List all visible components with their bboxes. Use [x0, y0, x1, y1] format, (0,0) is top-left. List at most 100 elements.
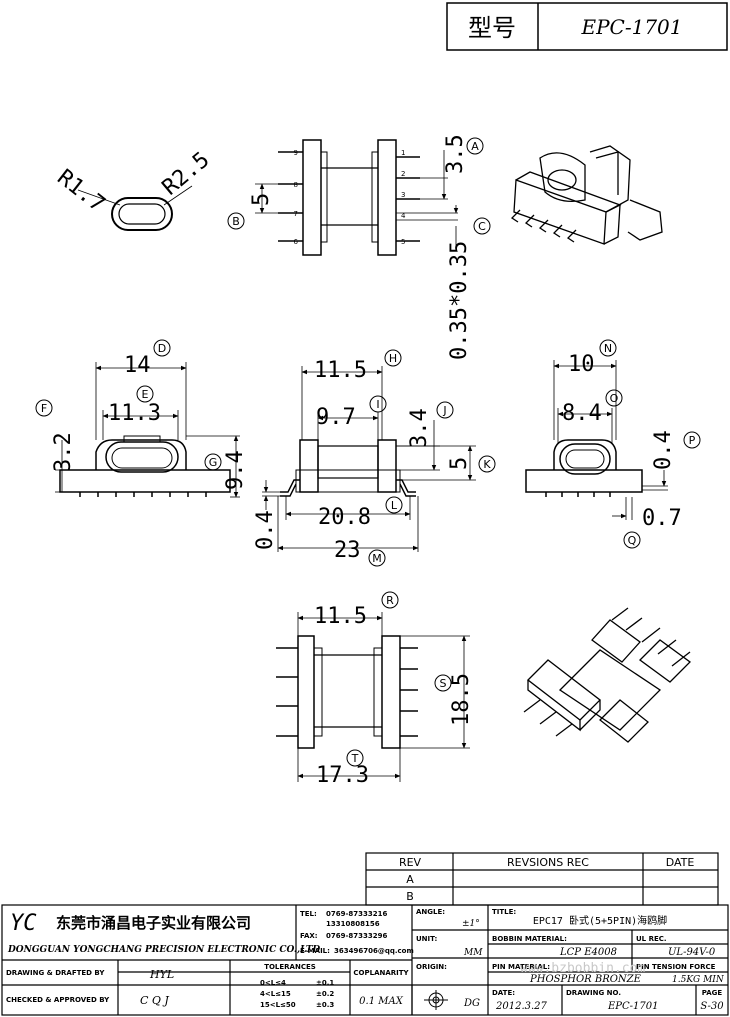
- dim-i-value: 9.7: [316, 405, 356, 430]
- unit-value: MM: [463, 948, 483, 958]
- origin-label: ORIGIN:: [416, 963, 447, 971]
- dim-g-value: 9.4: [223, 450, 248, 490]
- revision-row-b: B: [406, 890, 414, 903]
- dim-l-value: 20.8: [318, 505, 371, 530]
- tel-value-1: 0769-87333216: [326, 910, 387, 918]
- dim-e-value: 11.3: [108, 401, 161, 426]
- pin-number-6: 6: [294, 238, 299, 246]
- drawing-drafted-label: DRAWING & DRAFTED BY: [6, 969, 105, 977]
- pin-number-4: 4: [401, 212, 406, 220]
- side-view-center: [262, 366, 476, 552]
- company-name-en: DONGGUAN YONGCHANG PRECISION ELECTRONIC …: [7, 945, 320, 955]
- marker-d: D: [158, 342, 166, 355]
- marker-n: N: [604, 342, 612, 355]
- dim-m-thickness-value: 0.4: [253, 510, 278, 550]
- revisions-rec-header: REVSIONS REC: [507, 856, 589, 869]
- date-label: DATE:: [492, 989, 515, 997]
- dim-r-value: 11.5: [314, 604, 367, 629]
- model-header-box: 型号 EPC-1701: [446, 2, 728, 51]
- marker-m: M: [372, 552, 382, 565]
- pin-number-5: 5: [401, 238, 405, 246]
- marker-g: G: [209, 456, 218, 469]
- tolerance-value-1: ±0.1: [316, 979, 334, 987]
- fax-label: FAX:: [300, 932, 318, 940]
- watermark-text: www.bzbobbin.com: [520, 961, 645, 976]
- pin-material-value: PHOSPHOR BRONZE: [529, 974, 642, 985]
- dimension-markers: [35, 137, 701, 767]
- marker-c: C: [478, 220, 486, 233]
- unit-label: UNIT:: [416, 935, 438, 943]
- marker-p: P: [689, 434, 696, 447]
- front-view-left: [55, 362, 240, 498]
- isometric-view-bottom: [523, 607, 691, 743]
- ul-rec-label: UL REC.: [636, 935, 667, 943]
- marker-h: H: [389, 352, 397, 365]
- marker-f: F: [41, 402, 47, 415]
- date-header: DATE: [666, 856, 695, 869]
- rev-header: REV: [399, 856, 422, 869]
- dim-q-value: 0.7: [642, 506, 682, 531]
- dim-m-value: 23: [334, 538, 361, 563]
- date-value: 2012.3.27: [495, 1001, 548, 1012]
- dim-t-value: 17.3: [316, 763, 369, 788]
- page-label: PAGE: [702, 989, 723, 997]
- slot-detail: R1.7 R2.5: [52, 147, 214, 231]
- checked-approved-value: C Q J: [140, 994, 169, 1007]
- dimension-marker-letters: A B C D E F G H I J K L M N O P Q R S T: [41, 140, 696, 765]
- model-number: EPC-1701: [580, 15, 682, 39]
- marker-a: A: [471, 140, 479, 153]
- dim-d-value: 14: [124, 353, 151, 378]
- dim-j-value: 3.4: [407, 408, 432, 448]
- fax-value: 0769-87333296: [326, 932, 387, 940]
- marker-t: T: [351, 752, 359, 765]
- dim-s-value: 18.5: [449, 673, 474, 726]
- pin-number-3: 3: [401, 191, 405, 199]
- origin-value: DG: [463, 998, 480, 1009]
- dim-p-value: 0.4: [651, 430, 676, 470]
- pin-number-8: 8: [294, 181, 298, 189]
- dim-c-value: 0.35*0.35: [447, 241, 472, 360]
- dim-k-value: 5: [447, 457, 472, 470]
- page-value: S-30: [700, 1001, 724, 1012]
- drawing-no-value: EPC-1701: [607, 1001, 659, 1012]
- tolerance-range-3: 15<L≤50: [260, 1001, 296, 1009]
- dim-n-value: 10: [568, 352, 595, 377]
- marker-q: Q: [628, 534, 637, 547]
- top-view-pin-numbers: 9 8 7 6 1 2 3 4 5: [294, 149, 406, 246]
- pin-number-2: 2: [401, 170, 405, 178]
- pin-number-9: 9: [294, 149, 298, 157]
- title-value: EPC17 卧式(5+5PIN)海鸥脚: [533, 914, 667, 927]
- pin-material-label: PIN MATERIAL:: [492, 963, 550, 971]
- drawing-no-label: DRAWING NO.: [566, 989, 621, 997]
- revision-row-a: A: [406, 873, 414, 886]
- email-value: 363496706@qq.com: [334, 947, 414, 955]
- title-label: TITLE:: [492, 908, 516, 916]
- marker-j: J: [442, 404, 446, 417]
- marker-b: B: [232, 215, 240, 228]
- radius-small-label: R1.7: [52, 165, 109, 217]
- pin-tension-label: PIN TENSION FORCE: [636, 963, 716, 971]
- tel-label: TEL:: [300, 910, 317, 918]
- angle-label: ANGLE:: [416, 908, 445, 916]
- pin-tension-value: 1.5KG MIN: [672, 975, 725, 985]
- isometric-view-top: [510, 145, 663, 245]
- dim-a-value: 3.5: [443, 134, 468, 174]
- projection-symbol-icon: [424, 990, 448, 1010]
- pin-number-7: 7: [294, 210, 298, 218]
- marker-i: I: [376, 398, 379, 411]
- checked-approved-label: CHECKED & APPROVED BY: [6, 996, 110, 1004]
- bottom-view: [276, 612, 470, 782]
- coplanarity-value: 0.1 MAX: [359, 996, 404, 1007]
- dim-f-value: 3.2: [51, 432, 76, 472]
- email-label: E-MAIL:: [300, 947, 330, 955]
- pin-number-1: 1: [401, 149, 405, 157]
- coplanarity-label: COPLANARITY: [353, 969, 409, 977]
- company-logo: YC: [10, 911, 37, 936]
- drawing-drafted-value: HYL: [149, 968, 174, 981]
- tolerances-label: TOLERANCES: [264, 963, 316, 971]
- angle-value: ±1°: [462, 919, 480, 929]
- marker-l: L: [391, 499, 398, 512]
- tolerance-value-2: ±0.2: [316, 990, 334, 998]
- tolerance-range-1: 0<L≤4: [260, 979, 286, 987]
- marker-s: S: [440, 677, 447, 690]
